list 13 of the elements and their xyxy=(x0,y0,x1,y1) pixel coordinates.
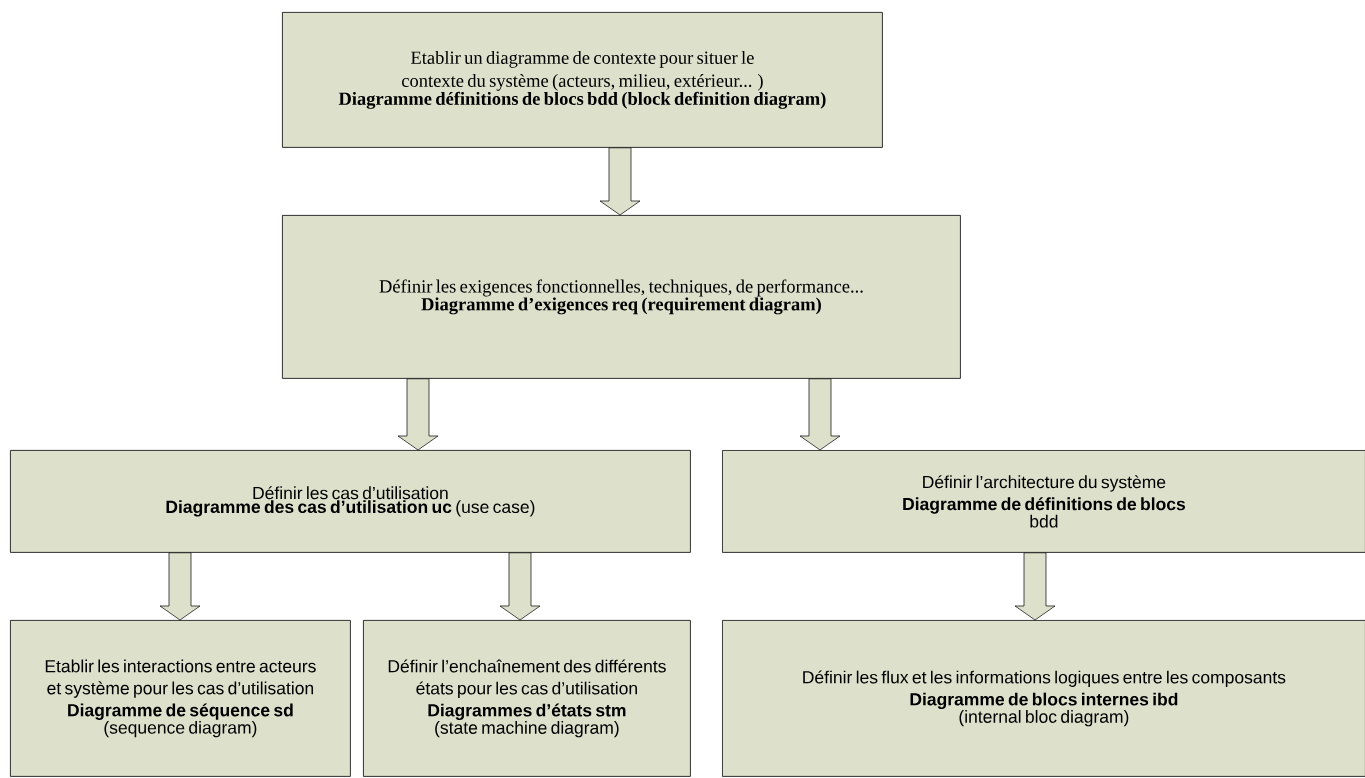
process-box: Etablir un diagramme de contexte pour situer le contexte du système (acteurs, milieu, extérieur... ) Diagramme définitions de blocs bdd (block definition diagram) xyxy=(282,12,883,148)
block-arrow xyxy=(1014,552,1056,621)
process-box: Définir les cas d’utilisation Diagramme des cas d’utilisation uc (use case) xyxy=(10,450,691,553)
process-box: Définir les exigences fonctionnelles, techniques, de performance... Diagramme d’exigences req (requirement diagram) xyxy=(282,215,961,379)
process-box: Définir les flux et les informations logiques entre les composants Diagramme de blocs internes ibd (internal bloc diagram) xyxy=(722,620,1365,777)
block-arrow xyxy=(499,552,541,621)
block-arrow xyxy=(159,552,201,621)
process-box: Etablir les interactions entre acteurs et système pour les cas d’utilisation Diagramme de séquence sd (sequence diagram) xyxy=(10,620,351,777)
block-arrow xyxy=(397,378,439,451)
process-box: Définir l’enchaînement des différents états pour les cas d’utilisation Diagrammes d’états stm (state machine diagram) xyxy=(363,620,691,777)
block-arrow xyxy=(599,147,641,216)
block-arrow xyxy=(799,378,841,451)
process-box: Définir l’architecture du système Diagramme de définitions de blocs bdd xyxy=(722,450,1365,553)
